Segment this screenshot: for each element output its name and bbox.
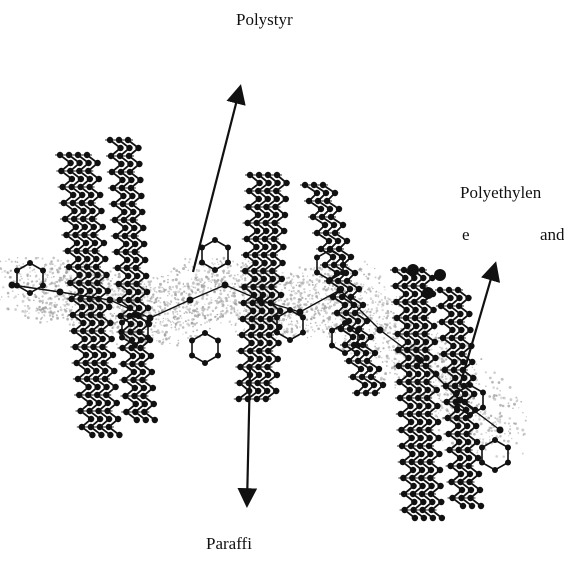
paraffin-label: Paraffi — [206, 534, 252, 554]
polystyrene-label: Polystyr — [236, 10, 293, 30]
polyethylene-label-line2-start: e — [462, 225, 470, 245]
polyethylene-label-line1: Polyethylen — [460, 183, 541, 203]
paraffin-chain-bundles — [55, 137, 484, 521]
polyethylene-label-line2-end: and — [540, 225, 564, 245]
arrow-icon — [193, 88, 240, 272]
